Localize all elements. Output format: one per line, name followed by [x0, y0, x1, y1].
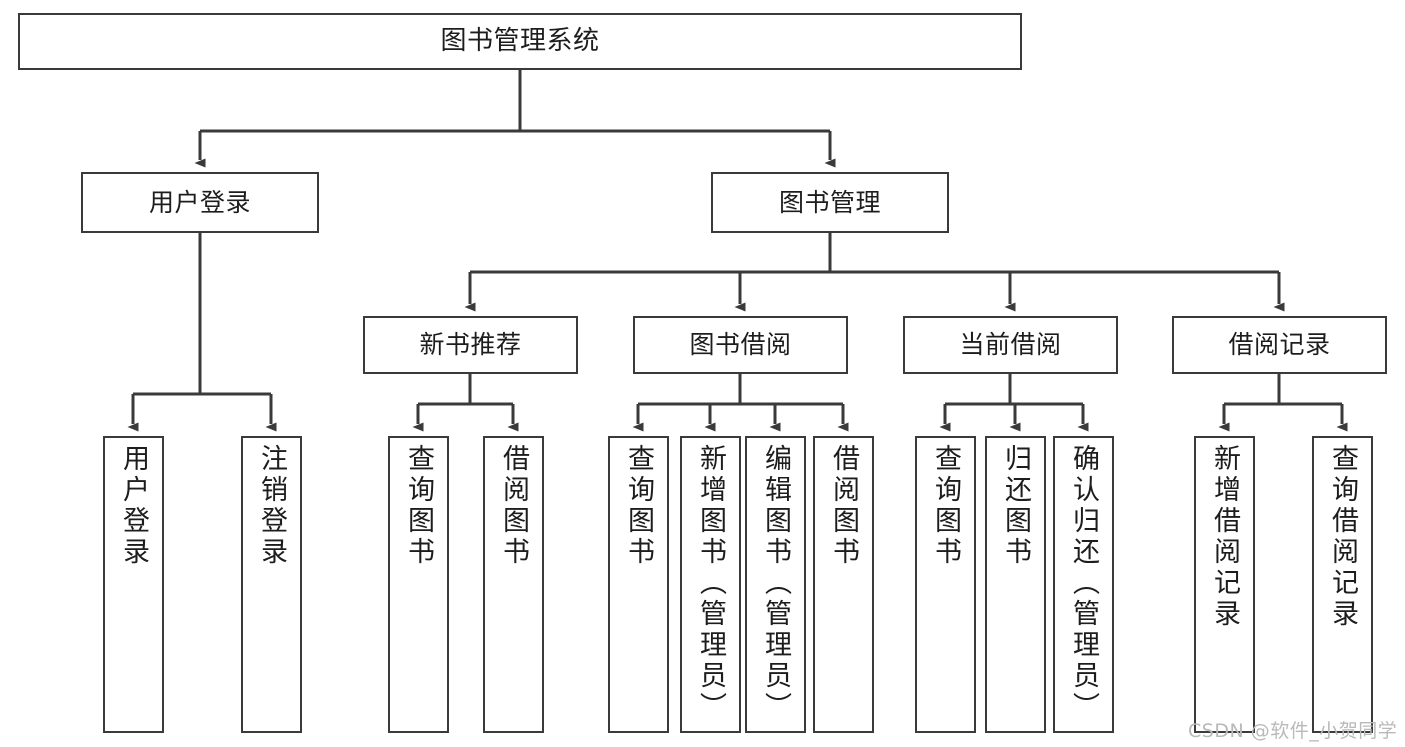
- leaf-query-book-recommend-label: 查询图书: [403, 444, 434, 568]
- leaf-query-book-recommend[interactable]: 查询图书: [388, 436, 449, 733]
- node-book-borrow-label: 图书借阅: [689, 330, 792, 360]
- leaf-add-book-admin-label: 新增图书（管理员）: [695, 444, 726, 723]
- leaf-query-borrow-record-label: 查询借阅记录: [1327, 444, 1358, 630]
- leaf-query-book-borrow[interactable]: 查询图书: [608, 436, 669, 733]
- node-user-login[interactable]: 用户登录: [81, 172, 319, 233]
- node-root-label: 图书管理系统: [440, 26, 600, 57]
- leaf-borrow-book[interactable]: 借阅图书: [813, 436, 874, 733]
- leaf-return-book-label: 归还图书: [1000, 444, 1031, 568]
- leaf-query-book-current-label: 查询图书: [930, 444, 961, 568]
- node-borrow-record-label: 借阅记录: [1228, 330, 1331, 360]
- leaf-edit-book-admin-label: 编辑图书（管理员）: [760, 444, 791, 723]
- node-current-borrow[interactable]: 当前借阅: [903, 316, 1118, 374]
- leaf-user-login-label: 用户登录: [118, 444, 149, 568]
- leaf-logout-label: 注销登录: [256, 444, 287, 568]
- leaf-borrow-book-recommend-label: 借阅图书: [498, 444, 529, 568]
- leaf-confirm-return-admin[interactable]: 确认归还（管理员）: [1053, 436, 1114, 733]
- leaf-borrow-book-recommend[interactable]: 借阅图书: [483, 436, 544, 733]
- leaf-logout[interactable]: 注销登录: [241, 436, 302, 733]
- node-current-borrow-label: 当前借阅: [959, 330, 1062, 360]
- node-new-book-recommend[interactable]: 新书推荐: [363, 316, 578, 374]
- leaf-borrow-book-label: 借阅图书: [828, 444, 859, 568]
- node-book-borrow[interactable]: 图书借阅: [633, 316, 848, 374]
- leaf-add-borrow-record-label: 新增借阅记录: [1209, 444, 1240, 630]
- leaf-query-book-borrow-label: 查询图书: [623, 444, 654, 568]
- leaf-add-borrow-record[interactable]: 新增借阅记录: [1194, 436, 1255, 733]
- node-root[interactable]: 图书管理系统: [18, 13, 1022, 70]
- csdn-watermark: CSDN @软件_小贺同学: [1188, 720, 1398, 742]
- leaf-confirm-return-admin-label: 确认归还（管理员）: [1068, 444, 1099, 723]
- leaf-query-book-current[interactable]: 查询图书: [915, 436, 976, 733]
- node-user-login-label: 用户登录: [148, 187, 251, 217]
- leaf-edit-book-admin[interactable]: 编辑图书（管理员）: [745, 436, 806, 733]
- node-book-management-label: 图书管理: [778, 187, 881, 217]
- node-borrow-record[interactable]: 借阅记录: [1172, 316, 1387, 374]
- leaf-add-book-admin[interactable]: 新增图书（管理员）: [680, 436, 741, 733]
- leaf-user-login[interactable]: 用户登录: [103, 436, 164, 733]
- node-new-book-recommend-label: 新书推荐: [419, 330, 522, 360]
- leaf-query-borrow-record[interactable]: 查询借阅记录: [1312, 436, 1373, 733]
- leaf-return-book[interactable]: 归还图书: [985, 436, 1046, 733]
- node-book-management[interactable]: 图书管理: [711, 172, 949, 233]
